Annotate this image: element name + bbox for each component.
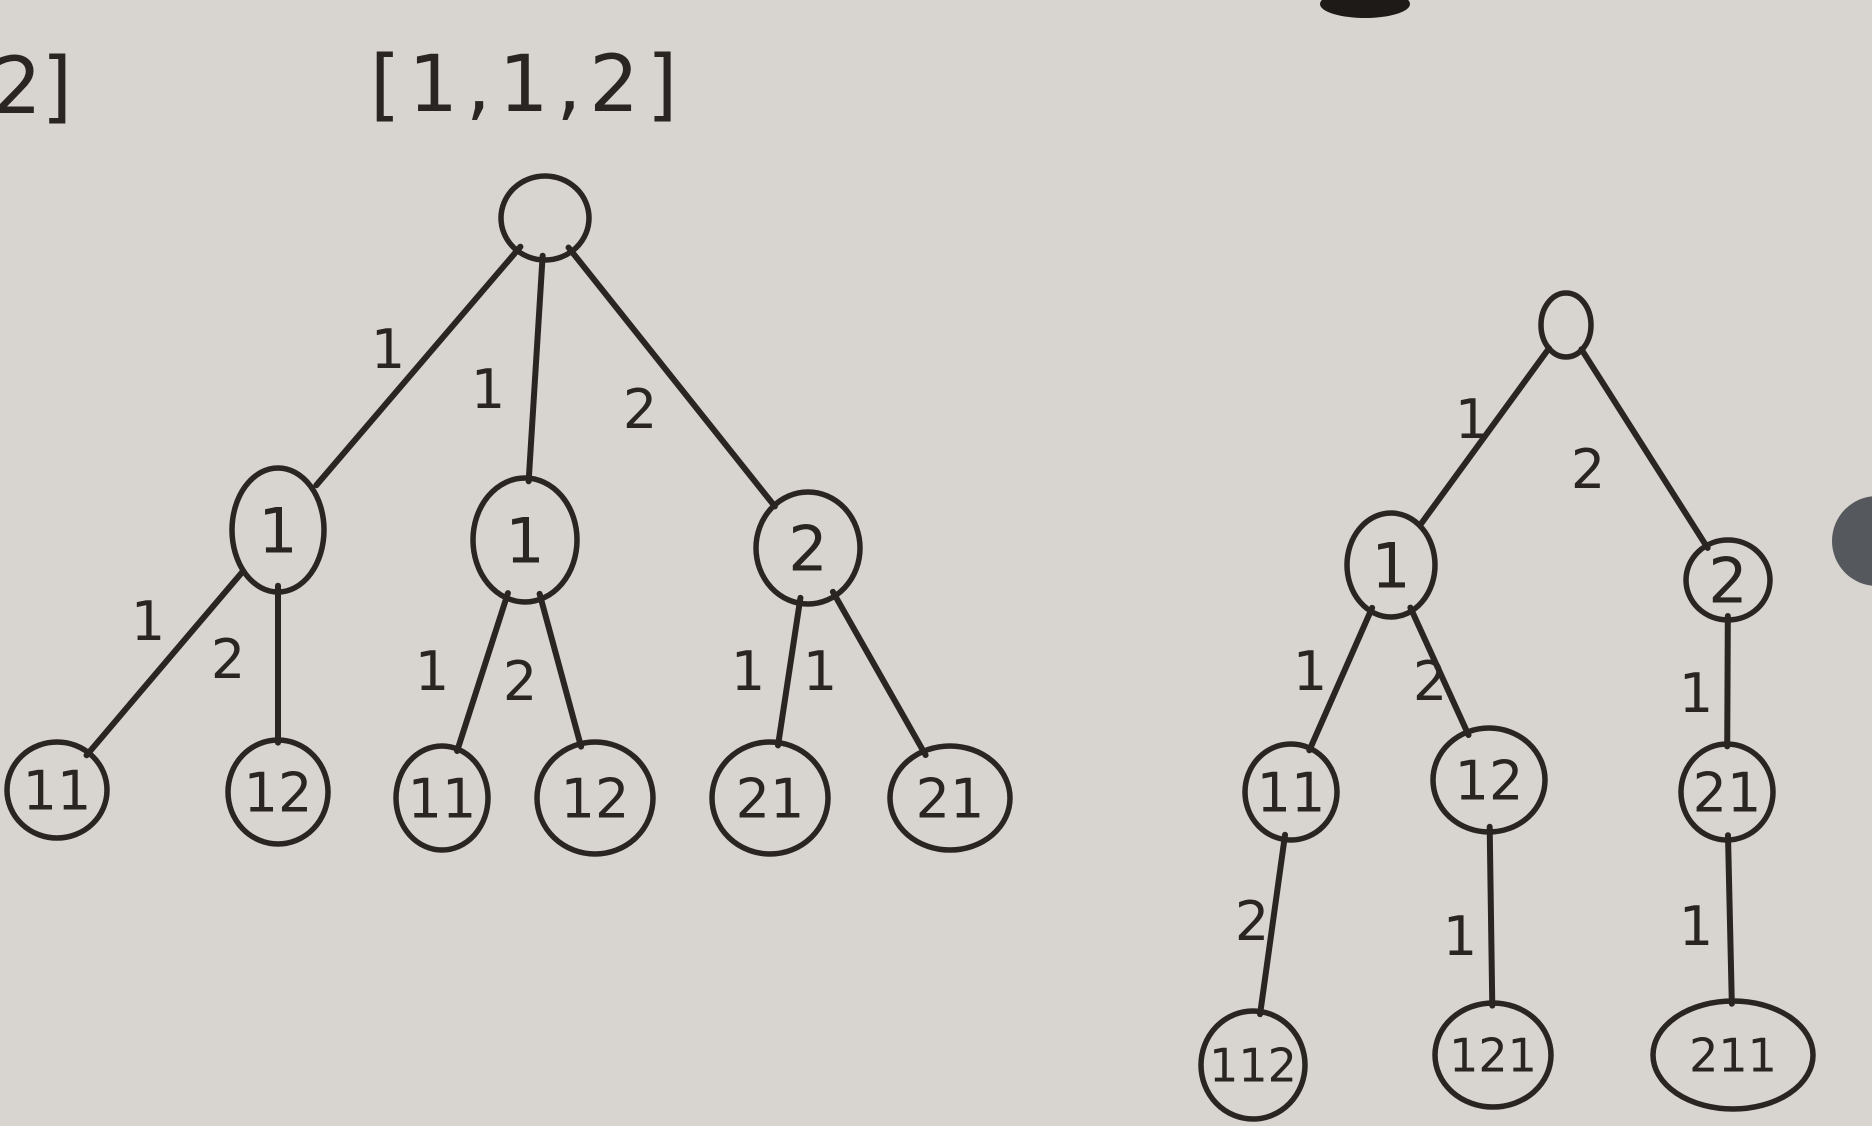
edge-label: 1	[1455, 388, 1489, 451]
edge-label: 1	[803, 640, 837, 703]
node-label: 11	[23, 759, 92, 822]
node-label: 11	[1257, 761, 1326, 824]
tree-node	[470, 475, 580, 605]
tree-node	[4, 739, 110, 841]
cutoff-text: 2]	[0, 42, 73, 132]
edge-label: 1	[131, 590, 165, 653]
node-label: 21	[736, 767, 805, 830]
tree-edge	[774, 594, 804, 749]
root-node	[498, 173, 592, 263]
node-label: 1	[258, 494, 297, 567]
node-label: 12	[561, 767, 630, 830]
edge-label: 2	[503, 650, 537, 713]
edge-label: 1	[1293, 640, 1327, 703]
node-label: 12	[1455, 749, 1524, 812]
tree-edge	[1724, 832, 1735, 1007]
node-label: 211	[1689, 1029, 1777, 1083]
tree-node	[753, 489, 863, 607]
node-label: 2	[1708, 544, 1747, 617]
tree-node	[1242, 741, 1340, 843]
node-label: 1	[1371, 529, 1410, 602]
edge-label: 1	[731, 640, 765, 703]
diagram-title: [1,1,2]	[370, 40, 686, 130]
tree-edge	[525, 252, 546, 485]
tree-node	[229, 465, 327, 595]
tree-edge	[565, 244, 778, 510]
tree-node	[887, 743, 1013, 853]
tree-node	[534, 739, 656, 857]
ink-smudge	[1320, 0, 1410, 18]
tree-node	[393, 743, 491, 853]
edge-label: 2	[623, 378, 657, 441]
node-label: 21	[916, 767, 985, 830]
edge-label: 1	[471, 358, 505, 421]
tree-node	[1678, 741, 1776, 843]
node-label: 112	[1209, 1039, 1297, 1093]
edge-label: 1	[1443, 905, 1477, 968]
root-node	[1538, 290, 1594, 360]
tree-node	[1344, 510, 1438, 620]
node-label: 11	[408, 767, 477, 830]
node-label: 121	[1449, 1029, 1537, 1083]
tree-edge	[454, 590, 511, 754]
node-label: 1	[505, 504, 544, 577]
edge-label: 1	[1679, 662, 1713, 725]
tree-node	[1432, 1000, 1554, 1110]
tree-node	[709, 739, 831, 857]
tree-node	[225, 737, 331, 847]
node-label: 12	[244, 761, 313, 824]
tree-edge	[1407, 604, 1472, 739]
tree-edge	[829, 588, 929, 759]
tree-edge	[1486, 823, 1496, 1009]
tree-edge	[313, 243, 524, 489]
node-label: 2	[788, 512, 827, 585]
tree-edge	[1724, 612, 1731, 750]
edge-label: 2	[1235, 890, 1269, 953]
edge-label: 1	[415, 640, 449, 703]
tree-edge	[536, 590, 585, 750]
edge-label: 1	[371, 318, 405, 381]
tree-node	[1198, 1008, 1308, 1122]
node-label: 21	[1693, 761, 1762, 824]
edge-label: 2	[1413, 650, 1447, 713]
tree-edge	[1578, 346, 1711, 551]
tree-edge	[1306, 604, 1376, 754]
tree-edge	[1417, 345, 1553, 529]
edge-label: 2	[1571, 438, 1605, 501]
tree-node	[1683, 537, 1773, 623]
edge-label: 1	[1679, 895, 1713, 958]
edge-label: 2	[211, 628, 245, 691]
tree-edge	[83, 569, 245, 759]
tree-edge	[1257, 831, 1289, 1018]
tree-node	[1650, 998, 1816, 1112]
tree-node	[1430, 725, 1548, 835]
